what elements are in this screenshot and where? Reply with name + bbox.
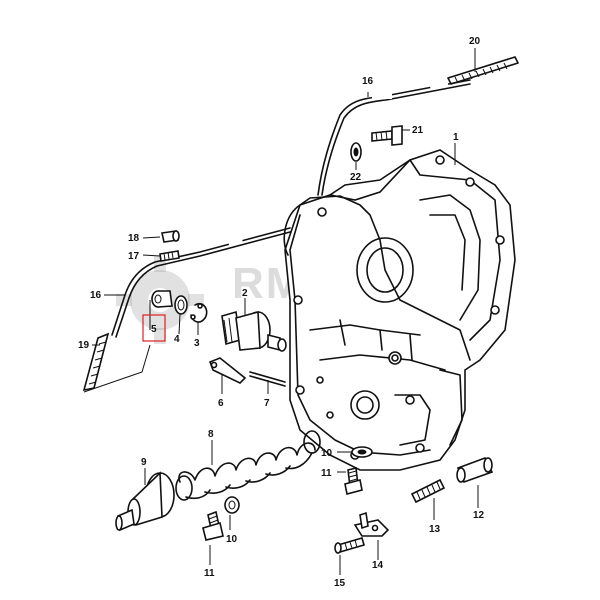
- callout-13: 13: [429, 524, 441, 535]
- bolt-part-15: [334, 537, 365, 554]
- callout-1: 1: [453, 132, 459, 143]
- spring-part-8: [175, 430, 321, 501]
- callout-10-lower: 10: [226, 534, 238, 545]
- cable-part-16-top: [317, 79, 471, 196]
- callout-labels: 1 2 3 4 5 6 7 8 9 10 10 11 11 12 13 14 1…: [78, 36, 485, 589]
- callout-3: 3: [194, 338, 200, 349]
- shaft-part-2: [221, 310, 287, 352]
- callout-6: 6: [218, 398, 224, 409]
- callout-8: 8: [208, 429, 214, 440]
- washer-part-10-b: [224, 496, 240, 514]
- ring-part-4: [174, 295, 188, 315]
- washer-part-10-a: [351, 446, 373, 458]
- bushing-part-5: [151, 290, 173, 308]
- cup-part-9: [115, 471, 175, 532]
- callout-5: 5: [151, 324, 157, 335]
- callout-18: 18: [128, 233, 140, 244]
- callout-11-lower: 11: [204, 568, 215, 579]
- lever-part-6: [208, 357, 247, 384]
- stud-part-13: [410, 478, 446, 504]
- callout-4: 4: [174, 334, 180, 345]
- callout-19: 19: [78, 340, 90, 351]
- callout-11-upper: 11: [321, 468, 332, 479]
- rod-part-19: [82, 332, 110, 392]
- callout-21: 21: [412, 125, 424, 136]
- callout-9: 9: [141, 457, 147, 468]
- housing-part-1: [283, 149, 516, 471]
- callout-16-top: 16: [362, 76, 374, 87]
- callout-22: 22: [350, 172, 362, 183]
- callout-14: 14: [372, 560, 384, 571]
- callout-7: 7: [264, 398, 270, 409]
- rod-part-20: [447, 56, 519, 85]
- callout-16-left: 16: [90, 290, 102, 301]
- sleeve-part-12: [456, 457, 494, 484]
- callout-20: 20: [469, 36, 481, 47]
- callout-2: 2: [242, 288, 248, 299]
- circlip-part-3: [190, 302, 208, 323]
- washer-part-22: [350, 142, 362, 162]
- ferrule-part-17: [159, 250, 180, 262]
- bracket-part-14: [353, 511, 390, 537]
- clip-part-18: [161, 230, 180, 243]
- highlight-box-part-5: [142, 314, 166, 342]
- callout-12: 12: [473, 510, 485, 521]
- bolt-part-21: [371, 125, 403, 146]
- callout-15: 15: [334, 578, 346, 589]
- bolt-part-11-b: [202, 510, 224, 541]
- bolt-part-11-a: [344, 467, 363, 495]
- callout-10-upper: 10: [321, 448, 333, 459]
- leader-lines: [83, 48, 479, 575]
- cable-part-16-left: [111, 227, 291, 338]
- callout-17: 17: [128, 251, 140, 262]
